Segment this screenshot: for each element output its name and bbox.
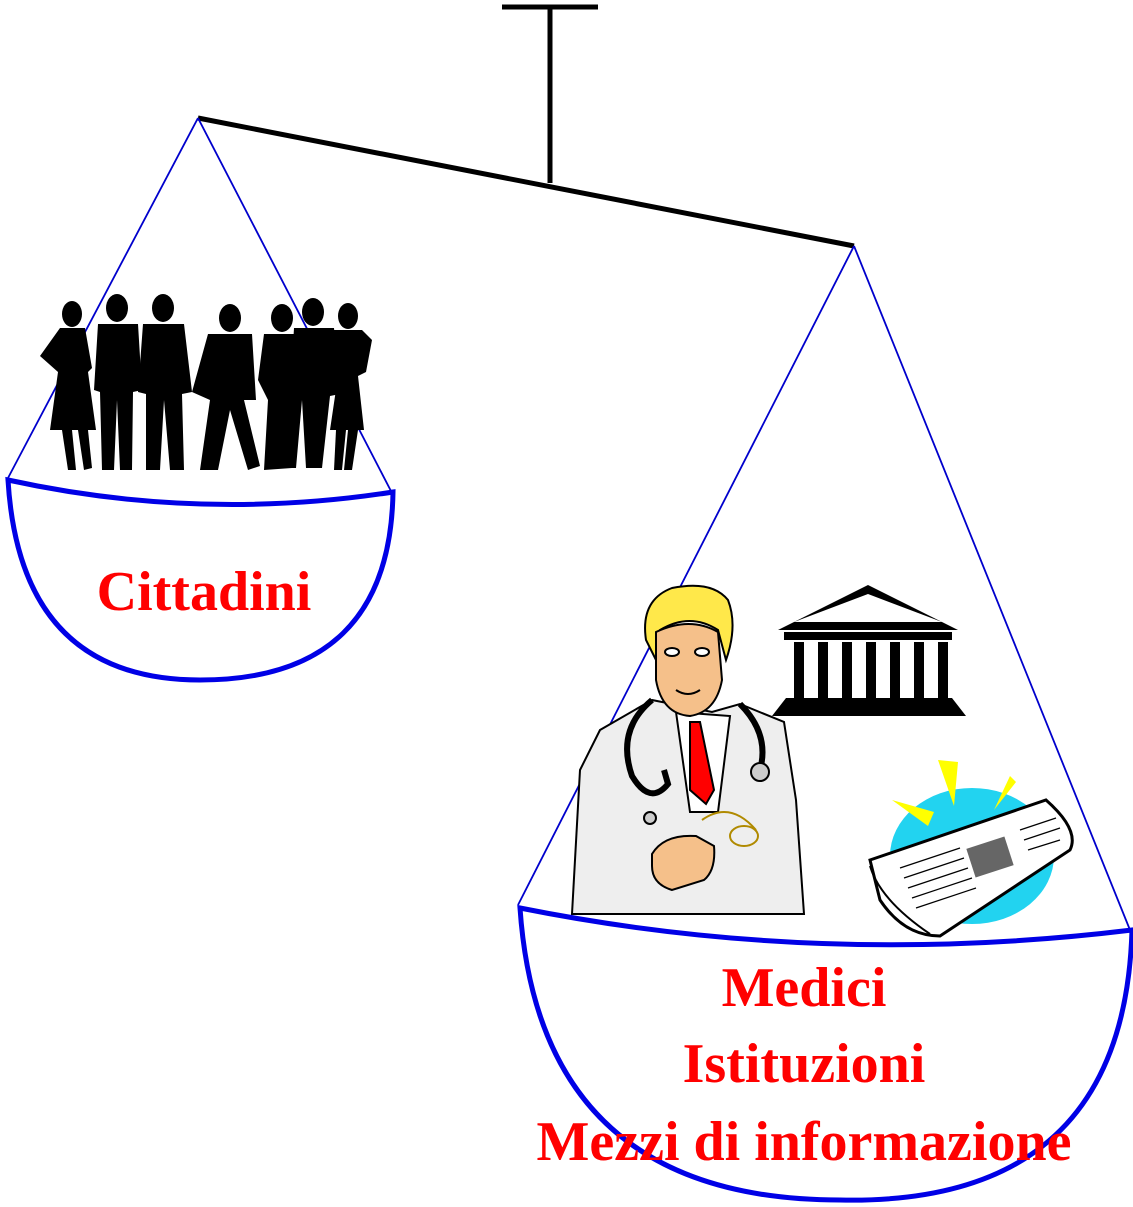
right-pan-strings [517,245,1131,931]
scale-hanger [502,4,598,183]
newspaper-icon [868,760,1074,938]
right-pan-label-mezzi-di-informazione: Mezzi di informazione [537,1111,1072,1173]
left-pan [5,476,396,683]
doctor-icon [570,584,806,915]
person-silhouette [192,304,260,470]
person-silhouette [40,301,96,470]
institution-building-icon [772,585,966,716]
right-pan [517,904,1133,1203]
left-pan-label-cittadini: Cittadini [97,561,312,623]
scale-beam [197,115,855,249]
right-pan-label-medici: Medici [722,957,887,1019]
right-pan-label-istituzioni: Istituzioni [683,1033,926,1095]
person-silhouette [138,294,192,470]
person-silhouette [326,303,372,470]
person-silhouette [94,294,142,470]
person-silhouette [286,298,340,468]
left-pan-strings [7,117,393,494]
people-silhouettes-icon [40,294,372,470]
